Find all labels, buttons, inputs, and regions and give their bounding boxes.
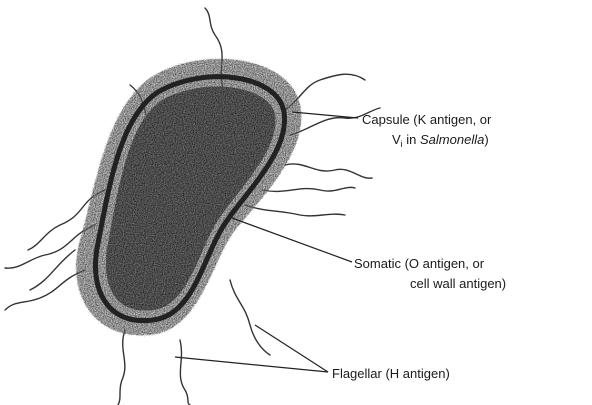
capsule-label-line2: Vi in Salmonella) [392, 132, 489, 149]
flagellum [118, 330, 125, 405]
somatic-label-line2: cell wall antigen) [410, 276, 506, 291]
somatic-leader [232, 218, 352, 262]
capsule-label-line1: Capsule (K antigen, or [362, 112, 492, 127]
flagellar-label: Flagellar (H antigen) [332, 366, 450, 381]
flagellum [5, 270, 85, 310]
capsule-leader [292, 112, 358, 118]
capsule-label: Capsule (K antigen, or [362, 112, 492, 127]
flagellum [230, 280, 270, 355]
flagellum [245, 205, 345, 216]
flagellar-leader [255, 325, 328, 372]
flagellum [285, 164, 372, 178]
flagellar-leader [175, 357, 328, 372]
flagellum [180, 340, 190, 405]
flagellum [262, 187, 355, 191]
somatic-label-line1: Somatic (O antigen, or [354, 256, 485, 271]
flagellum [30, 250, 75, 290]
